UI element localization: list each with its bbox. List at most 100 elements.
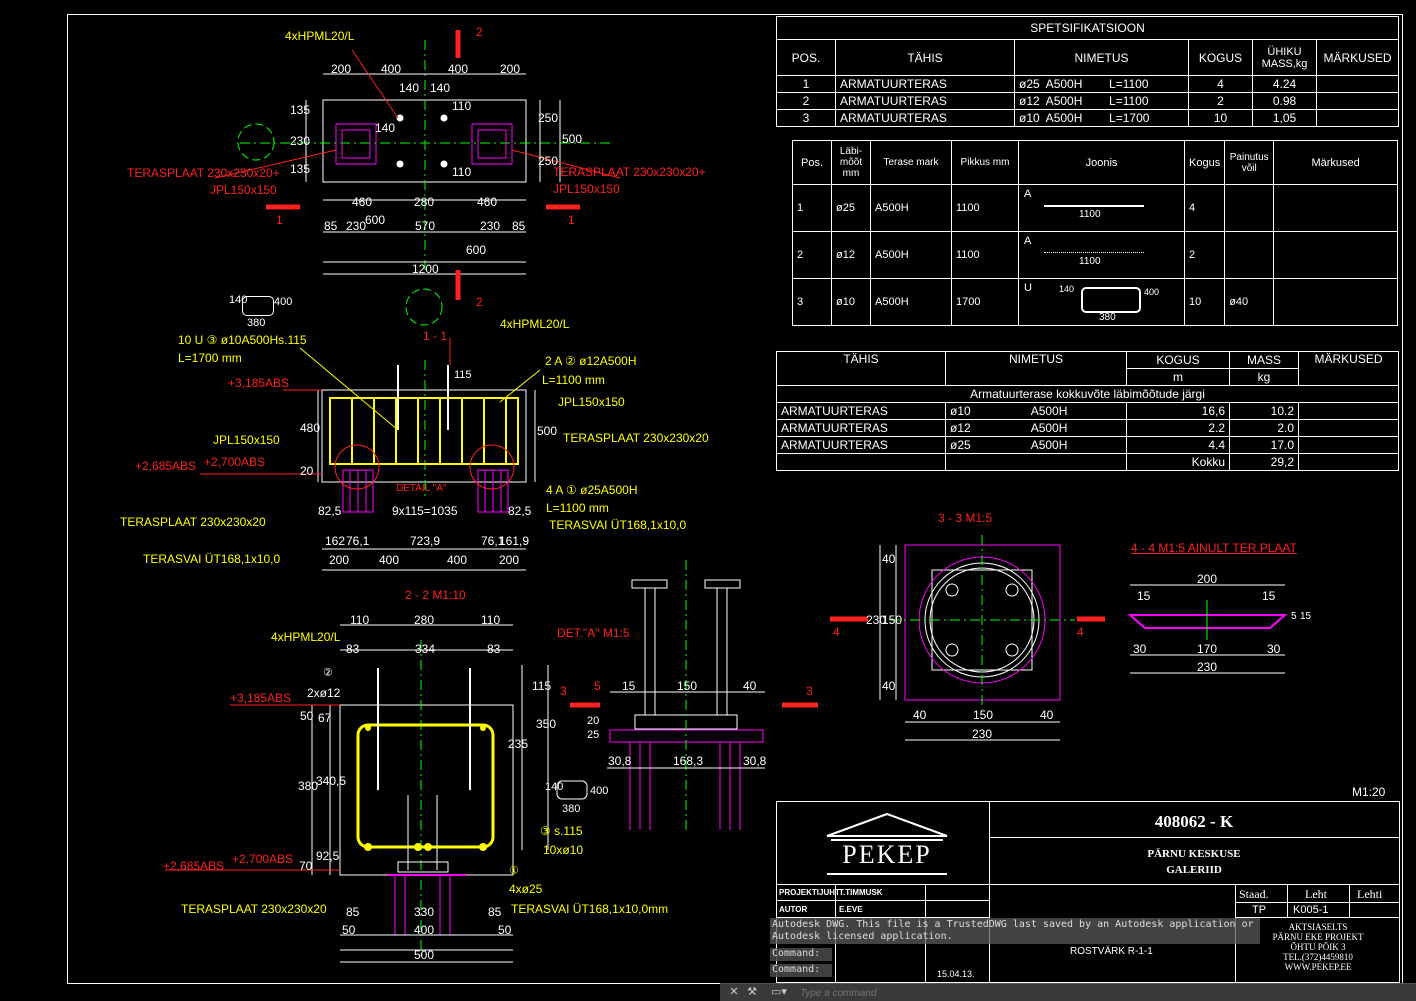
bend-shape-cell: A 1100: [1018, 231, 1185, 279]
project-name-1: PÄRNU KESKUSE: [1147, 848, 1241, 860]
s22-dim: 67: [318, 711, 332, 725]
plan-section-mark-2: 2: [476, 295, 483, 309]
bend-cell: [1273, 278, 1398, 326]
s22-dim: 334: [415, 642, 436, 656]
s11-dim: 161,9: [499, 534, 530, 548]
s33-dim: 40: [1040, 708, 1054, 722]
detail-a-dim: 25: [587, 729, 600, 741]
command-line-1: Command:: [770, 948, 832, 961]
bend-shape-cell: U 140 400 380: [1018, 278, 1185, 326]
plan-section-mark-1: 1: [276, 213, 283, 227]
s33-dim: 150: [973, 708, 994, 722]
s33-mark: 4: [1077, 625, 1084, 639]
s22-level-bot1: +2,685ABS: [163, 859, 225, 873]
company-line: PÄRNU EKE PROJEKT: [1272, 932, 1364, 942]
bend-cell: 1100: [951, 184, 1019, 232]
drawing-code: 408062 - K: [1154, 812, 1234, 831]
logo-text: PEKEP: [842, 840, 932, 869]
sum-cell: [1298, 419, 1399, 437]
s33-dim: 150: [882, 613, 903, 627]
sum-diam: ø25: [950, 438, 971, 452]
company-logo: PEKEP: [817, 810, 957, 878]
customize-wrench-icon[interactable]: ⚒: [747, 986, 757, 998]
plan-jpl-left: JPL150x150: [210, 183, 277, 197]
s44-dim: 170: [1197, 642, 1218, 656]
stirrup-dim: 380: [247, 317, 266, 329]
command-line-2: Command:: [770, 964, 832, 977]
spec-cell: 4.24: [1252, 75, 1317, 93]
plan-dim: 200: [500, 62, 521, 76]
plan-plate-left: TERASPLAAT 230x230x20+: [127, 166, 280, 180]
logo-building-icon: [826, 812, 948, 875]
s33-dim: 40: [913, 708, 927, 722]
table-row: 3 ø10 A500H 1700 U 140 400 380 10 ø40: [792, 278, 1398, 326]
bend-cell: ø40: [1224, 278, 1275, 326]
sum-cell: 2.2: [1126, 419, 1230, 437]
s22-plate: TERASPLAAT 230x230x20: [181, 902, 327, 916]
detail-a-mark: 3: [806, 684, 813, 698]
s22-bar3: ③ s.115: [540, 824, 583, 838]
plan-dim: 85: [512, 219, 526, 233]
bend-cell: ø10: [831, 278, 871, 326]
plan-section-mark-2: 2: [476, 25, 483, 39]
s33-dim: 40: [882, 552, 896, 566]
detail-a-dim: 168,3: [673, 754, 704, 768]
plan-anchor-label: 4xHPML20/L: [285, 29, 355, 43]
table-row: 1 ARMATUURTERAS ø25 A500H L=1100 4 4.24: [776, 75, 1399, 93]
plan-dim: 135: [290, 162, 311, 176]
plan-dim: 140: [375, 121, 396, 135]
command-message-1: Autodesk DWG. This file is a TrustedDWG …: [772, 919, 1254, 930]
sheet-header: Leht: [1305, 887, 1327, 901]
s22-dim: 85: [346, 905, 360, 919]
s22-dim: 83: [487, 642, 501, 656]
s11-dim: 200: [329, 553, 350, 567]
s11-dim: 82,5: [508, 504, 532, 518]
drawing-date: 15.04.13.: [937, 969, 975, 979]
close-icon[interactable]: ✕: [729, 986, 739, 998]
spec-header: KOGUS: [1188, 39, 1253, 76]
spec-header: MÄRKUSED: [1316, 39, 1399, 76]
s11-detail-a: DETAIL "A": [396, 483, 447, 494]
s11-dim: 480: [300, 421, 321, 435]
spec-cell: [1316, 92, 1399, 110]
s33-dim: 230: [972, 727, 993, 741]
plan-dim: 140: [399, 81, 420, 95]
sum-diam: ø12: [950, 421, 971, 435]
shape-letter: U: [1024, 282, 1032, 294]
company-line: TEL.(372)4459810: [1283, 952, 1353, 962]
s33-dim: 40: [882, 679, 896, 693]
table-row: 1 ø25 A500H 1100 A 1100 4: [792, 184, 1398, 232]
stirrup-shape-icon: [242, 296, 274, 316]
command-line-bar: ✕ ⚒ ▭▾: [720, 983, 1416, 1001]
straight-bar-icon: [1044, 252, 1144, 253]
command-input[interactable]: [798, 985, 1362, 1001]
summary-table: TÄHIS NIMETUS KOGUS MASS MÄRKUSED m kg A…: [776, 351, 1399, 471]
section-2-2: [165, 624, 588, 963]
table-row: 2 ø12 A500H 1100 A 1100 2: [792, 231, 1398, 279]
sum-cell: ARMATUURTERAS: [776, 436, 946, 454]
plan-dim: 1200: [412, 262, 439, 276]
bend-cell: ø25: [831, 184, 871, 232]
sum-header: MASS: [1229, 351, 1299, 369]
s22-dim: 400: [414, 923, 435, 937]
detail-a-dim: 30,8: [743, 754, 767, 768]
plan-dim: 250: [538, 111, 559, 125]
sum-unit: m: [1126, 368, 1230, 386]
bend-cell: 10: [1183, 278, 1226, 326]
plan-dim: 570: [415, 219, 436, 233]
bend-cell: ø12: [831, 231, 871, 279]
plan-dim: 140: [430, 81, 451, 95]
bend-cell: A500H: [870, 278, 952, 326]
s22-level-top: +3,185ABS: [230, 691, 292, 705]
bend-cell: 4: [1183, 184, 1226, 232]
command-prompt-icon[interactable]: ▭▾: [771, 986, 787, 998]
company-line: AKTSIASELTS: [1288, 922, 1348, 932]
s11-rebar3: 10 U ③ ø10A500Hs.115: [178, 333, 307, 347]
stage-header: Staad.: [1239, 887, 1269, 901]
drawing-name: ROSTVÄRK R-1-1: [1070, 946, 1153, 957]
s11-anchors: 4xHPML20/L: [500, 317, 570, 331]
project-manager-name: T.TIMMUSK: [839, 888, 883, 897]
section-1-1-title: 1 - 1: [423, 329, 448, 343]
bend-cell: 1: [792, 184, 832, 232]
